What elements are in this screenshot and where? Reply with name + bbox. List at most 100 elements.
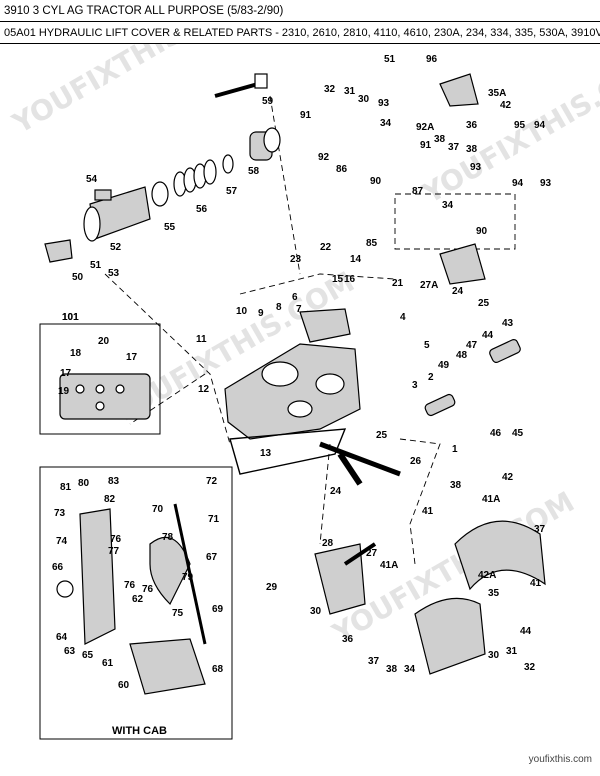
callout-92A: 94 — [512, 178, 524, 189]
callout-72: 68 — [212, 664, 224, 675]
callout-101: 101 — [62, 312, 79, 323]
callout-96: 92A — [416, 122, 434, 133]
callout-13: 13 — [260, 448, 272, 459]
callout-31a: 30 — [358, 94, 370, 105]
callout-30: 30 — [310, 606, 322, 617]
callout-34c: 34 — [404, 664, 416, 675]
page-subtitle: 05A01 HYDRAULIC LIFT COVER & RELATED PAR… — [0, 22, 600, 44]
callout-35A: 35A — [488, 88, 506, 99]
callout-49: 45 — [512, 428, 524, 439]
callout-95: 92 — [318, 152, 330, 163]
callout-66: 62 — [132, 594, 144, 605]
callout-94a: 91 — [300, 110, 312, 121]
callout-80c: 76 — [142, 584, 154, 595]
callout-16: 16 — [344, 274, 356, 285]
callout-32a: 31 — [344, 86, 356, 97]
part-valve-14 — [299, 308, 351, 343]
callout-25b: 25 — [478, 298, 490, 309]
callout-7: 7 — [296, 304, 302, 315]
callout-76: 72 — [206, 476, 218, 487]
callout-57: 53 — [108, 268, 120, 279]
callout-48: 44 — [482, 330, 494, 341]
callout-79: 75 — [172, 608, 184, 619]
callout-56: 52 — [110, 242, 122, 253]
callout-42: 44 — [520, 626, 532, 637]
callout-93a: 90 — [476, 226, 488, 237]
part-arm-24 — [337, 452, 363, 486]
callout-93b: 90 — [370, 176, 382, 187]
box-label-101: 101 — [62, 312, 79, 323]
part-spring-60 — [173, 159, 217, 197]
part-plate-81 — [149, 536, 191, 606]
callout-51: 47 — [466, 340, 478, 351]
callout-85: 81 — [60, 482, 72, 493]
callout-38b: 38 — [466, 144, 478, 155]
watermark-text-4: YOUFIXTHIS.COM — [416, 45, 600, 211]
callout-21: 21 — [392, 278, 404, 289]
part-valve-48 — [489, 339, 521, 363]
callout-10: 10 — [236, 306, 248, 317]
callout-33a: 32 — [324, 84, 336, 95]
callout-34b: 34 — [380, 118, 392, 129]
callout-92b: 93 — [470, 162, 482, 173]
callout-64: 60 — [118, 680, 130, 691]
callout-60: 56 — [196, 204, 208, 215]
part-rod-75 — [173, 503, 207, 645]
callout-47: 43 — [502, 318, 514, 329]
callout-39: 37 — [534, 524, 546, 535]
part-gasket-13 — [229, 428, 347, 475]
callout-46: 42A — [478, 570, 496, 581]
callout-11: 11 — [196, 334, 207, 345]
callout-29: 29 — [266, 582, 278, 593]
callout-34a: 34 — [442, 200, 454, 211]
part-spool-3 — [424, 393, 456, 417]
callout-labels: 59 58 57 56 55 54 52 53 51 50 101 20 18 … — [52, 54, 552, 691]
callout-80b: 76 — [124, 580, 136, 591]
callout-77: 73 — [54, 508, 66, 519]
callout-17a: 17 — [126, 352, 138, 363]
callout-45: 42 — [502, 472, 514, 483]
part-bracket-27A — [439, 243, 486, 285]
callout-82: 78 — [162, 532, 174, 543]
callout-65: 61 — [102, 658, 114, 669]
callout-50: 46 — [490, 428, 502, 439]
callout-4: 4 — [400, 312, 406, 323]
callout-1: 1 — [452, 444, 458, 455]
callout-20: 20 — [98, 336, 110, 347]
callout-36a: 36 — [466, 120, 478, 131]
part-plate-66 — [79, 508, 116, 645]
callout-43a: 41 — [422, 506, 434, 517]
callout-27A: 27A — [420, 280, 438, 291]
callout-91: 87 — [412, 186, 424, 197]
part-housing-64 — [129, 638, 206, 695]
callout-43b: 41 — [530, 578, 542, 589]
callout-35: 35 — [488, 588, 500, 599]
callout-6: 6 — [292, 292, 298, 303]
part-crossshaft-25 — [319, 441, 401, 477]
callout-71: 67 — [206, 552, 218, 563]
part-sector-35A — [439, 73, 479, 107]
callout-62: 58 — [248, 166, 260, 177]
callout-15: 15 — [332, 274, 344, 285]
inset-box-with-cab — [39, 466, 233, 740]
part-cover-39 — [454, 520, 546, 591]
callout-37b: 37 — [368, 656, 380, 667]
callout-63: 59 — [262, 96, 274, 107]
callout-22: 22 — [320, 242, 332, 253]
part-knob-70 — [56, 580, 74, 598]
callout-23: 23 — [290, 254, 302, 265]
callout-67: 63 — [64, 646, 76, 657]
callout-68: 64 — [56, 632, 68, 643]
source-footer: youfixthis.com — [528, 754, 592, 765]
callout-32b: 31 — [506, 646, 518, 657]
callout-69: 65 — [82, 650, 94, 661]
callout-44: 41A — [482, 494, 500, 505]
callout-58: 54 — [86, 174, 98, 185]
callout-70: 66 — [52, 562, 64, 573]
part-piston-59 — [151, 181, 169, 207]
part-screw-58 — [94, 189, 112, 201]
callout-73: 69 — [212, 604, 224, 615]
callout-87: 83 — [108, 476, 120, 487]
callout-28: 28 — [322, 538, 334, 549]
callout-33b: 32 — [524, 662, 536, 673]
